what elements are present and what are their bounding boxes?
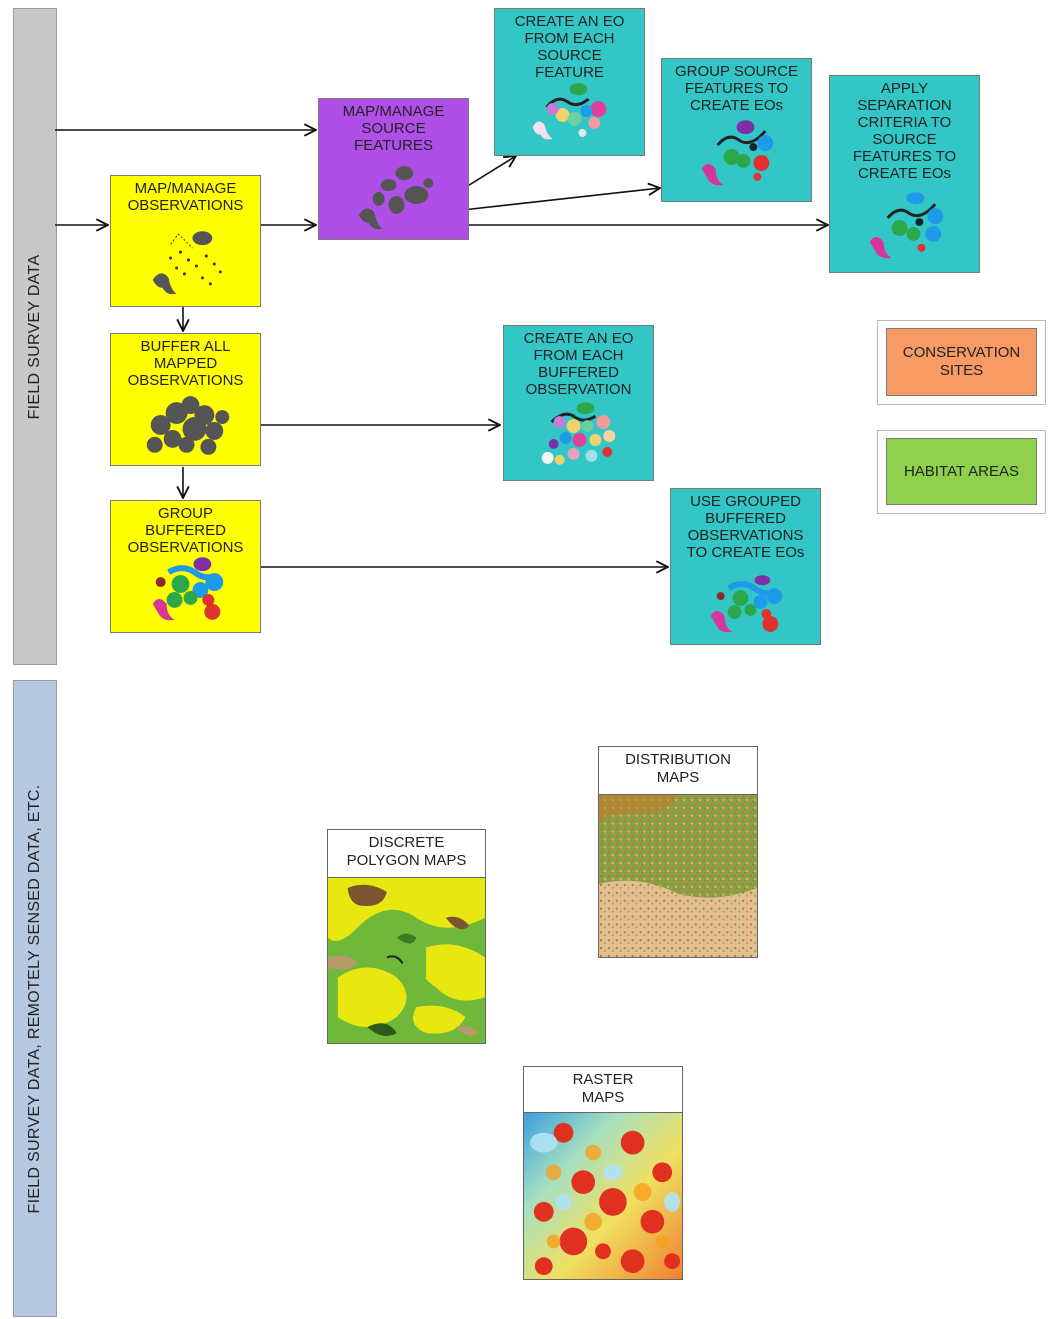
box-group-source-features-label: GROUP SOURCE FEATURES TO CREATE EOs bbox=[674, 63, 799, 114]
distribution-map-title: DISTRIBUTION MAPS bbox=[599, 747, 757, 795]
discrete-polygon-map-image bbox=[328, 878, 485, 1043]
box-apply-separation: APPLY SEPARATION CRITERIA TO SOURCE FEAT… bbox=[829, 75, 980, 273]
discrete-polygon-map-title: DISCRETE POLYGON MAPS bbox=[328, 830, 485, 878]
grouped-eo-icon bbox=[710, 575, 783, 633]
box-create-eo-each-source-label: CREATE AN EO FROM EACH SOURCE FEATURE bbox=[514, 13, 625, 81]
observations-points-icon bbox=[152, 231, 222, 295]
eo-each-buffered-icon bbox=[541, 402, 616, 465]
box-create-eo-each-source: CREATE AN EO FROM EACH SOURCE FEATURE bbox=[494, 8, 645, 156]
grouped-blobs-icon bbox=[152, 557, 224, 621]
box-apply-separation-label: APPLY SEPARATION CRITERIA TO SOURCE FEAT… bbox=[852, 80, 957, 182]
raster-map-image bbox=[524, 1113, 682, 1279]
distribution-map-image bbox=[599, 795, 757, 957]
arrow-source-to-group-source bbox=[444, 188, 660, 213]
buffered-blobs-icon bbox=[146, 396, 230, 455]
habitat-areas-swatch: HABITAT AREAS bbox=[886, 438, 1037, 505]
box-group-buffered: GROUP BUFFERED OBSERVATIONS bbox=[110, 500, 261, 633]
box-create-eo-each-buffered-label: CREATE AN EO FROM EACH BUFFERED OBSERVAT… bbox=[523, 330, 634, 398]
separation-criteria-icon bbox=[869, 192, 944, 259]
box-buffer-all-mapped-label: BUFFER ALL MAPPED OBSERVATIONS bbox=[127, 338, 244, 389]
box-map-manage-observations-label: MAP/MANAGE OBSERVATIONS bbox=[127, 180, 244, 214]
box-group-buffered-label: GROUP BUFFERED OBSERVATIONS bbox=[127, 505, 244, 556]
box-create-eo-each-buffered: CREATE AN EO FROM EACH BUFFERED OBSERVAT… bbox=[503, 325, 654, 481]
raster-map-card: RASTER MAPS bbox=[523, 1066, 683, 1280]
eo-each-source-icon bbox=[532, 83, 607, 140]
box-map-manage-source-label: MAP/MANAGE SOURCE FEATURES bbox=[342, 103, 445, 154]
discrete-polygon-map-card: DISCRETE POLYGON MAPS bbox=[327, 829, 486, 1044]
raster-map-title: RASTER MAPS bbox=[524, 1067, 682, 1113]
box-buffer-all-mapped: BUFFER ALL MAPPED OBSERVATIONS bbox=[110, 333, 261, 466]
box-map-manage-source: MAP/MANAGE SOURCE FEATURES bbox=[318, 98, 469, 240]
box-group-source-features: GROUP SOURCE FEATURES TO CREATE EOs bbox=[661, 58, 812, 202]
box-use-grouped-buffered: USE GROUPED BUFFERED OBSERVATIONS TO CRE… bbox=[670, 488, 821, 645]
sidebar-remote-sensed: FIELD SURVEY DATA, REMOTELY SENSED DATA,… bbox=[13, 680, 57, 1317]
group-source-features-icon bbox=[701, 120, 774, 186]
box-use-grouped-buffered-label: USE GROUPED BUFFERED OBSERVATIONS TO CRE… bbox=[686, 493, 805, 561]
sidebar-field-survey: FIELD SURVEY DATA bbox=[13, 8, 57, 665]
source-features-icon bbox=[358, 166, 434, 230]
distribution-map-card: DISTRIBUTION MAPS bbox=[598, 746, 758, 958]
conservation-sites-swatch: CONSERVATION SITES bbox=[886, 328, 1037, 396]
box-map-manage-observations: MAP/MANAGE OBSERVATIONS bbox=[110, 175, 261, 307]
